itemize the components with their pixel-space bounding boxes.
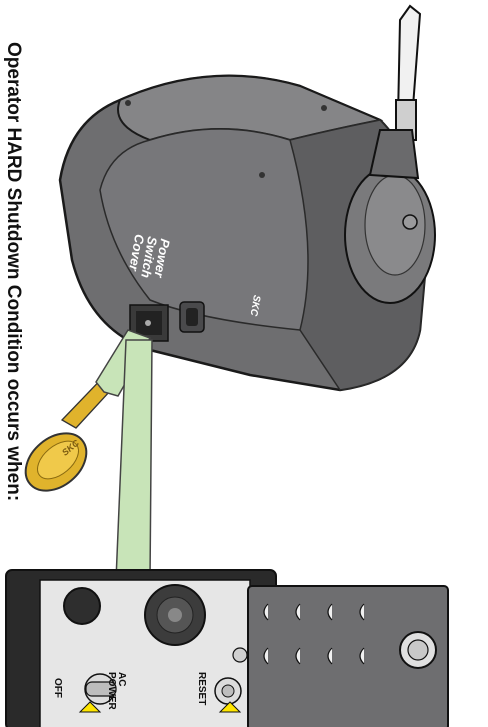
ac-power-label-line-1: AC <box>116 672 126 710</box>
vertical-rod <box>396 6 420 140</box>
ac-power-label: AC POWER <box>106 672 126 710</box>
cover-label: Power Switch Cover <box>126 233 172 281</box>
power-switch-panel <box>6 570 448 727</box>
reset-label: RESET <box>196 672 206 705</box>
ac-power-label-line-2: POWER <box>106 672 116 710</box>
reset-button <box>215 678 241 704</box>
page-heading: Operator HARD Shutdown Condition occurs … <box>2 42 24 501</box>
off-label: OFF <box>52 678 62 698</box>
